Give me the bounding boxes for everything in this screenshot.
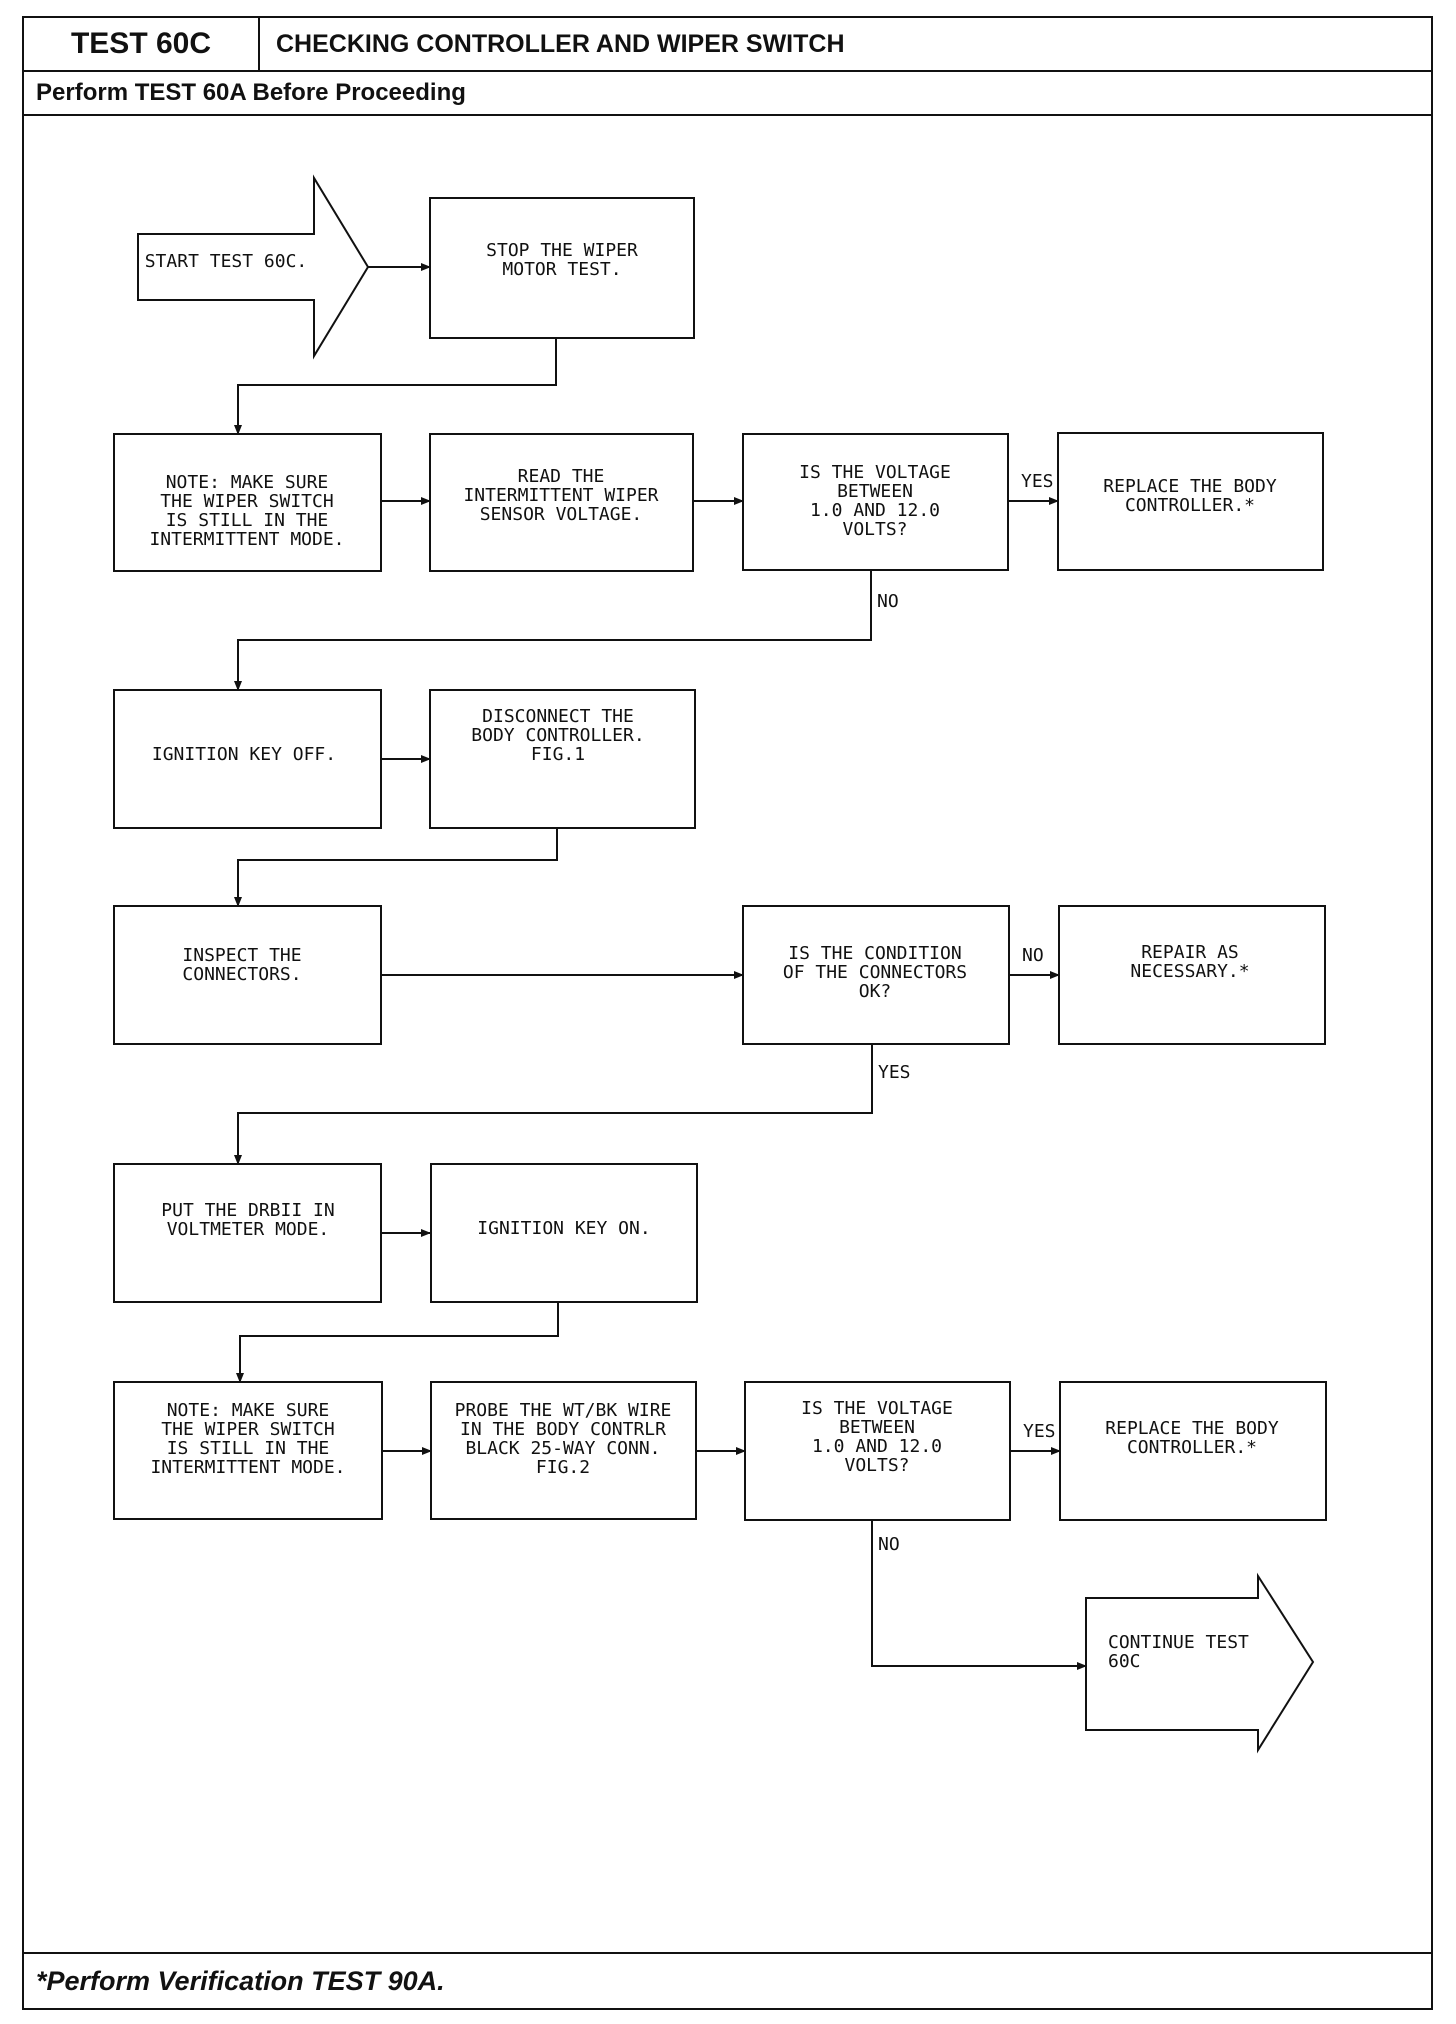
replace-1-box <box>1057 432 1324 571</box>
label-no-q3: NO <box>878 1534 900 1555</box>
test-sheet: TEST 60C CHECKING CONTROLLER AND WIPER S… <box>22 16 1433 2010</box>
test-id: TEST 60C <box>24 18 260 70</box>
stop-motor-box <box>429 197 695 339</box>
read-voltage-box <box>429 433 694 572</box>
prerequisite-note: Perform TEST 60A Before Proceeding <box>24 72 1431 116</box>
probe-box <box>430 1381 697 1520</box>
note-2-box <box>113 1381 383 1520</box>
label-yes-q1: YES <box>1021 471 1054 492</box>
continue-arrow-shape <box>1085 1572 1315 1754</box>
label-yes-q3: YES <box>1023 1421 1056 1442</box>
connector-lines <box>234 263 1087 1670</box>
ignition-on-box <box>430 1163 698 1303</box>
start-arrow-shape <box>137 174 370 360</box>
note-1-box <box>113 433 382 572</box>
connector-stop-to-note1 <box>234 338 557 435</box>
voltage-q1-box <box>742 433 1009 571</box>
repair-box <box>1058 905 1326 1045</box>
inspect-box <box>113 905 382 1045</box>
label-yes-q2: YES <box>878 1062 911 1083</box>
connector-q1-no <box>234 570 872 691</box>
connector-disconnect-to-inspect <box>234 828 558 907</box>
footer-note: *Perform Verification TEST 90A. <box>24 1952 1431 2008</box>
label-no-q2: NO <box>1022 945 1044 966</box>
connector-q2-yes <box>234 1044 873 1165</box>
start-text: START TEST 60C. <box>145 251 308 272</box>
drbii-box <box>113 1163 382 1303</box>
ignition-off-text: IGNITION KEY OFF. <box>152 744 336 765</box>
connector-q3-no <box>871 1520 1087 1670</box>
replace-2-box <box>1059 1381 1327 1521</box>
disconnect-box <box>429 689 696 829</box>
condition-q-box <box>742 905 1010 1045</box>
header-bar: TEST 60C CHECKING CONTROLLER AND WIPER S… <box>24 18 1431 72</box>
ignition-on-text: IGNITION KEY ON. <box>477 1218 650 1239</box>
voltage-q2-box <box>744 1381 1011 1521</box>
ignition-off-box <box>113 689 382 829</box>
connector-ignon-to-note2 <box>236 1302 559 1383</box>
page-title: CHECKING CONTROLLER AND WIPER SWITCH <box>276 29 845 58</box>
label-no-q1: NO <box>877 591 899 612</box>
